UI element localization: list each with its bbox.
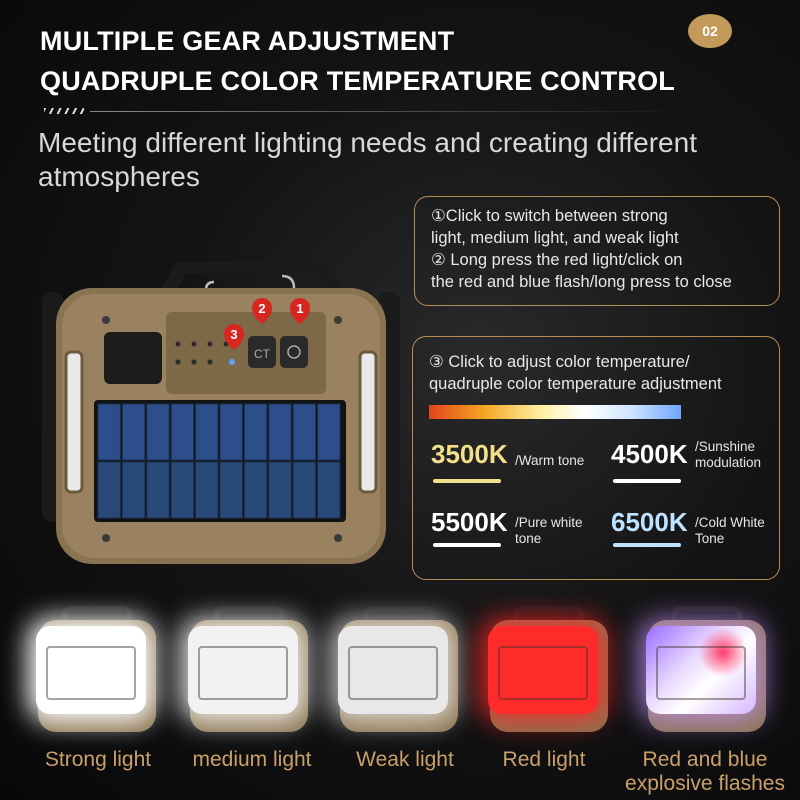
temp-desc: /Sunshine modulation	[695, 439, 762, 470]
ct-button	[248, 336, 276, 368]
thumb-red-light	[484, 606, 614, 746]
temp-swatch	[433, 479, 501, 483]
solar-cell	[317, 461, 341, 519]
temp-desc: /Warm tone	[515, 453, 585, 468]
solar-cell	[170, 403, 195, 461]
thumb-red-blue-flash	[642, 606, 772, 746]
thumb-handle	[672, 606, 742, 626]
title-line-2: QUADRUPLE COLOR TEMPERATURE CONTROL	[40, 66, 675, 96]
mode-label-medium: medium light	[192, 748, 312, 771]
temp-swatch	[613, 479, 681, 483]
thumb-light-panel	[36, 626, 146, 714]
temp-5500k: 5500K /Pure white tone	[431, 507, 583, 547]
solar-cell	[317, 403, 341, 461]
thumb-handle	[364, 606, 434, 626]
info-2-line-1: ③ Click to adjust color temperature/	[429, 353, 690, 371]
solar-cell	[219, 461, 243, 519]
thumb-strong-light	[32, 606, 162, 746]
solar-cell	[243, 461, 268, 519]
step-badge: 02	[688, 14, 732, 48]
color-temperature-gradient	[429, 405, 681, 419]
thumb-light-panel	[338, 626, 448, 714]
mode-label-strong: Strong light	[44, 748, 152, 771]
title-line-1: MULTIPLE GEAR ADJUSTMENT	[40, 26, 455, 56]
solar-cell	[292, 403, 317, 461]
control-panel	[166, 312, 326, 394]
solar-cells	[97, 403, 341, 519]
divider-line	[90, 111, 690, 112]
solar-cell	[97, 403, 121, 461]
screws	[102, 316, 342, 542]
solar-cell	[292, 461, 317, 519]
ct-button-label: CT	[254, 347, 271, 361]
temp-6500k: 6500K /Cold White Tone	[611, 507, 765, 547]
thumb-grid	[348, 646, 438, 700]
marker-3-pin	[224, 324, 244, 350]
temp-3500k: 3500K /Warm tone	[431, 439, 584, 483]
right-led-strip	[358, 350, 378, 494]
info-1-line-3: ② Long press the red light/click on	[431, 251, 683, 269]
solar-cell	[219, 403, 243, 461]
temp-value: 4500K	[611, 439, 688, 469]
indicator-dots	[175, 341, 235, 365]
info-box-color-temperature: ③ Click to adjust color temperature/ qua…	[412, 336, 780, 580]
solar-cell	[146, 461, 170, 519]
thumb-grid	[498, 646, 588, 700]
info-1-line-4: the red and blue flash/long press to clo…	[431, 273, 732, 291]
thumb-weak-light	[334, 606, 464, 746]
thumb-light-panel	[646, 626, 756, 714]
solar-cell	[146, 403, 170, 461]
temp-desc: /Pure white tone	[515, 515, 583, 546]
solar-cell	[170, 461, 195, 519]
thumb-grid	[656, 646, 746, 700]
temp-value: 5500K	[431, 507, 508, 537]
temp-swatch	[613, 543, 681, 547]
thumb-handle	[214, 606, 284, 626]
thumb-light-panel	[188, 626, 298, 714]
thumb-grid	[46, 646, 136, 700]
temp-swatch	[433, 543, 501, 547]
solar-cell	[195, 403, 219, 461]
info-2-line-2: quadruple color temperature adjustment	[429, 375, 722, 393]
info-1-line-2: light, medium light, and weak light	[431, 229, 679, 247]
lantern-device-illustration: CT 1 2 3	[42, 262, 400, 564]
temp-desc: /Cold White Tone	[695, 515, 765, 546]
solar-cell	[195, 461, 219, 519]
mode-label-red-blue: Red and blue explosive flashes	[625, 748, 785, 795]
marker-1-pin	[290, 298, 310, 324]
divider-hatch	[44, 108, 84, 114]
solar-cell	[97, 461, 121, 519]
divider	[44, 108, 690, 114]
thumb-handle	[62, 606, 132, 626]
subtitle: Meeting different lighting needs and cre…	[38, 127, 697, 192]
usb-port-panel	[104, 332, 162, 384]
marker-2: 2	[258, 301, 265, 316]
thumb-light-panel	[488, 626, 598, 714]
solar-cell	[121, 403, 146, 461]
thumb-medium-light	[184, 606, 314, 746]
mode-label-weak: Weak light	[356, 748, 454, 771]
temp-4500k: 4500K /Sunshine modulation	[611, 439, 761, 483]
mode-thumbnails	[0, 606, 800, 756]
solar-cell	[268, 403, 292, 461]
power-icon	[287, 345, 301, 359]
info-1-line-1: ①Click to switch between strong	[431, 207, 668, 225]
temp-value: 3500K	[431, 439, 508, 469]
solar-cell	[121, 461, 146, 519]
thumb-grid	[198, 646, 288, 700]
marker-1: 1	[296, 301, 303, 316]
solar-cell	[268, 461, 292, 519]
marker-3: 3	[230, 327, 237, 342]
power-button	[280, 336, 308, 368]
thumb-handle	[514, 606, 584, 626]
marker-2-pin	[252, 298, 272, 324]
info-box-modes: ①Click to switch between strong light, m…	[414, 196, 780, 306]
left-led-strip	[64, 350, 84, 494]
handle	[155, 262, 348, 306]
temp-value: 6500K	[611, 507, 688, 537]
solar-cell	[243, 403, 268, 461]
mode-label-red: Red light	[502, 748, 586, 771]
